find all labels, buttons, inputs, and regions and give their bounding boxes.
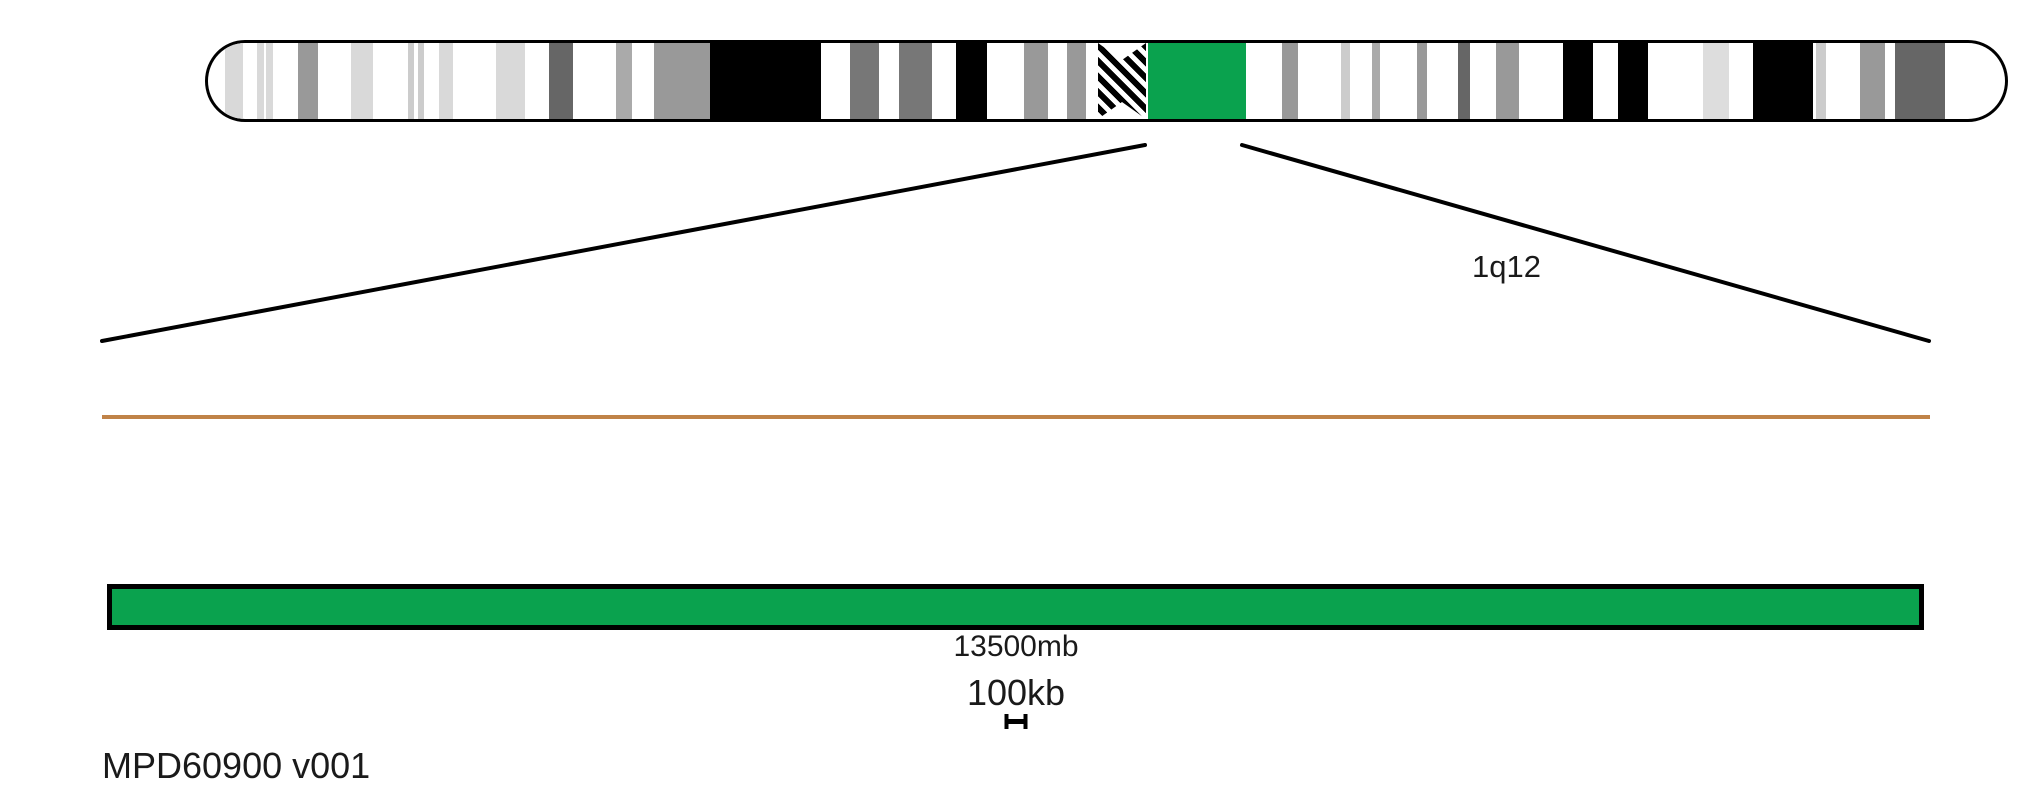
version-label: MPD60900 v001 (102, 745, 371, 786)
ideogram-band (408, 43, 414, 119)
ideogram-band (1024, 43, 1048, 119)
ideogram-band (710, 43, 821, 119)
ideogram-band (1372, 43, 1380, 119)
connector-line-right (1240, 143, 1931, 343)
ideogram-band (351, 43, 373, 119)
ideogram-band (616, 43, 632, 119)
ideogram-band (899, 43, 932, 119)
chromosome-ideogram[interactable] (205, 40, 2008, 122)
scale-label: 100kb (966, 672, 1066, 713)
ideogram-band (1703, 43, 1729, 119)
region-bar[interactable] (107, 584, 1924, 630)
scale-ruler-icon (1004, 714, 1028, 729)
ideogram-band (439, 43, 453, 119)
ideogram-band (956, 43, 987, 119)
ideogram-band (1496, 43, 1519, 119)
ideogram-band (1067, 43, 1086, 119)
ideogram-band (225, 43, 243, 119)
cytoband-label: 1q12 (1472, 249, 1541, 284)
ideogram-band (496, 43, 525, 119)
ideogram-band (298, 43, 318, 119)
ideogram-band (1860, 43, 1885, 119)
ideogram-band (654, 43, 710, 119)
ideogram-band (1417, 43, 1427, 119)
ideogram-band (257, 43, 264, 119)
overview-baseline (102, 415, 1930, 419)
position-label: 13500mb (953, 630, 1079, 663)
ideogram-band (1753, 43, 1813, 119)
centromere-band (1098, 43, 1146, 119)
ideogram-band (1341, 43, 1350, 119)
ideogram-band (850, 43, 879, 119)
ideogram-band (549, 43, 573, 119)
ideogram-band (1563, 43, 1593, 119)
ideogram-band (1282, 43, 1298, 119)
highlighted-band-1q12[interactable] (1148, 43, 1246, 119)
connector-line-left (100, 143, 1147, 343)
ideogram-band (418, 43, 424, 119)
ideogram-band (1458, 43, 1470, 119)
ideogram-band (1618, 43, 1648, 119)
ideogram-band (266, 43, 273, 119)
ideogram-band (1895, 43, 1945, 119)
ideogram-band (1816, 43, 1826, 119)
